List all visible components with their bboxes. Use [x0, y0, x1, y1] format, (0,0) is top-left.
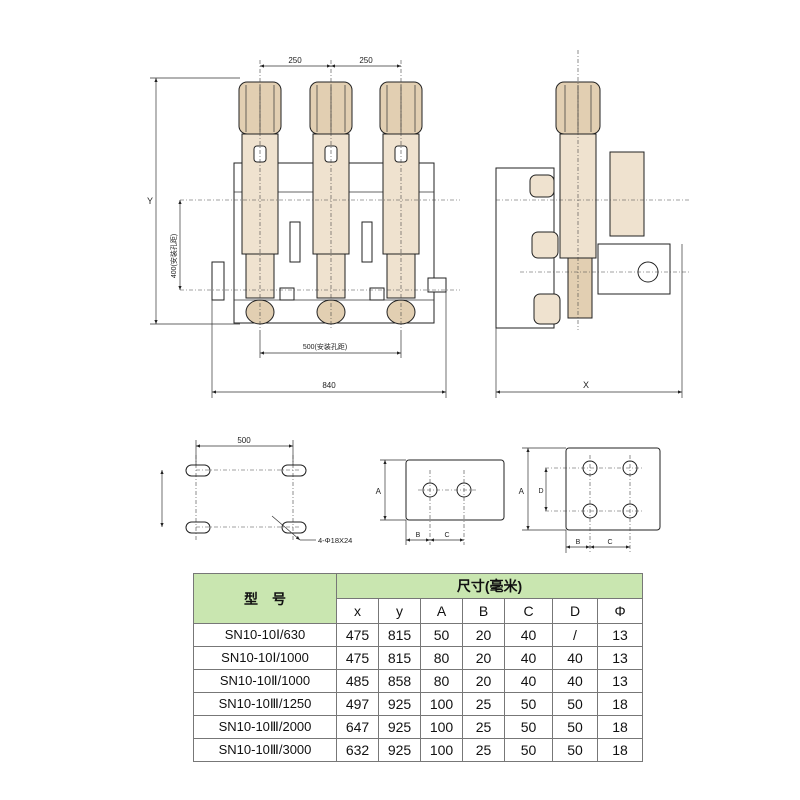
value-cell: 100: [420, 692, 463, 716]
value-cell: 647: [336, 715, 379, 739]
value-cell: 925: [378, 738, 421, 762]
pole-right: [379, 60, 423, 330]
dim-pole-spacing-left: 250: [288, 56, 302, 65]
value-cell: 100: [420, 738, 463, 762]
pole-left: [238, 60, 282, 330]
value-cell: 20: [462, 646, 505, 670]
value-cell: 925: [378, 715, 421, 739]
column-header: y: [378, 598, 421, 624]
spec-table: 型 号 尺寸(毫米) x y A B C D Φ SN10-10Ⅰ/630 47…: [193, 573, 644, 762]
value-cell: 858: [378, 669, 421, 693]
value-cell: 20: [462, 669, 505, 693]
value-cell: 13: [596, 646, 644, 670]
terminal-plate-two-hole: A B C: [376, 459, 505, 545]
dim-foot-hole-span: 500: [237, 436, 251, 445]
value-cell: 80: [420, 669, 463, 693]
dim-overall-height: Y: [147, 196, 153, 206]
foot-hole-layout: 500 4-Φ18X24: [160, 436, 352, 545]
dim-foot-hole-spec: 4-Φ18X24: [318, 536, 352, 545]
value-cell: 13: [596, 623, 644, 647]
value-cell: 925: [378, 692, 421, 716]
value-cell: 25: [462, 715, 505, 739]
column-header: B: [462, 598, 505, 624]
dim-terminal-a-four-hole: A: [519, 487, 525, 496]
value-cell: 475: [336, 646, 379, 670]
dim-pole-spacing-right: 250: [359, 56, 373, 65]
terminal-plate-four-hole: A D B C: [519, 447, 661, 553]
model-cell: SN10-10Ⅲ/1250: [193, 692, 337, 716]
dim-mount-hole-span: 500(安装孔距): [303, 342, 347, 351]
value-cell: 18: [596, 738, 644, 762]
value-cell: 40: [504, 669, 553, 693]
value-cell: 40: [504, 646, 553, 670]
dim-terminal-a-two-hole: A: [376, 487, 382, 496]
value-cell: 50: [504, 692, 553, 716]
value-cell: /: [552, 623, 598, 647]
value-cell: 815: [378, 646, 421, 670]
dim-terminal-c-four-hole: C: [607, 539, 612, 546]
value-cell: 25: [462, 738, 505, 762]
value-cell: 50: [420, 623, 463, 647]
model-cell: SN10-10Ⅲ/3000: [193, 738, 337, 762]
table-row: SN10-10Ⅲ/3000 632 925 100 25 50 50 18: [193, 738, 644, 762]
model-cell: SN10-10Ⅰ/1000: [193, 646, 337, 670]
value-cell: 50: [504, 715, 553, 739]
dim-terminal-b-two-hole: B: [416, 532, 421, 539]
value-cell: 497: [336, 692, 379, 716]
value-cell: 40: [552, 669, 598, 693]
value-cell: 40: [504, 623, 553, 647]
header-size: 尺寸(毫米): [335, 573, 644, 599]
front-view: 250 250 Y 400(安装孔距) 500(安装孔距) 840: [147, 56, 460, 398]
table-row: SN10-10Ⅲ/2000 647 925 100 25 50 50 18: [193, 715, 644, 739]
value-cell: 100: [420, 715, 463, 739]
column-header: D: [552, 598, 598, 624]
column-header: C: [504, 598, 553, 624]
dim-overall-width: 840: [322, 381, 336, 390]
value-cell: 815: [378, 623, 421, 647]
value-cell: 80: [420, 646, 463, 670]
value-cell: 25: [462, 692, 505, 716]
value-cell: 40: [552, 646, 598, 670]
header-model: 型 号: [193, 573, 337, 624]
column-header: x: [336, 598, 379, 624]
value-cell: 50: [504, 738, 553, 762]
value-cell: 485: [336, 669, 379, 693]
column-header-row: x y A B C D Φ: [194, 598, 644, 624]
value-cell: 13: [596, 669, 644, 693]
table-row: SN10-10Ⅲ/1250 497 925 100 25 50 50 18: [193, 692, 644, 716]
value-cell: 18: [596, 715, 644, 739]
value-cell: 20: [462, 623, 505, 647]
dim-side-depth: X: [583, 380, 589, 390]
value-cell: 632: [336, 738, 379, 762]
dim-terminal-b-four-hole: B: [576, 539, 581, 546]
value-cell: 50: [552, 738, 598, 762]
dim-mount-hole-height: 400(安装孔距): [169, 234, 178, 278]
breaker-drawing: 250 250 Y 400(安装孔距) 500(安装孔距) 840: [147, 50, 690, 553]
model-cell: SN10-10Ⅱ/1000: [193, 669, 337, 693]
side-view: X: [495, 50, 690, 398]
column-header: Φ: [596, 598, 644, 624]
model-cell: SN10-10Ⅰ/630: [193, 623, 337, 647]
dim-terminal-d-four-hole: D: [538, 488, 543, 495]
table-row: SN10-10Ⅰ/630 475 815 50 20 40 / 13: [193, 623, 644, 647]
pole-middle: [309, 60, 353, 330]
table-row: SN10-10Ⅰ/1000 475 815 80 20 40 40 13: [193, 646, 644, 670]
column-header: A: [420, 598, 463, 624]
value-cell: 50: [552, 715, 598, 739]
value-cell: 50: [552, 692, 598, 716]
table-row: SN10-10Ⅱ/1000 485 858 80 20 40 40 13: [193, 669, 644, 693]
value-cell: 475: [336, 623, 379, 647]
dim-terminal-c-two-hole: C: [444, 532, 449, 539]
value-cell: 18: [596, 692, 644, 716]
model-cell: SN10-10Ⅲ/2000: [193, 715, 337, 739]
